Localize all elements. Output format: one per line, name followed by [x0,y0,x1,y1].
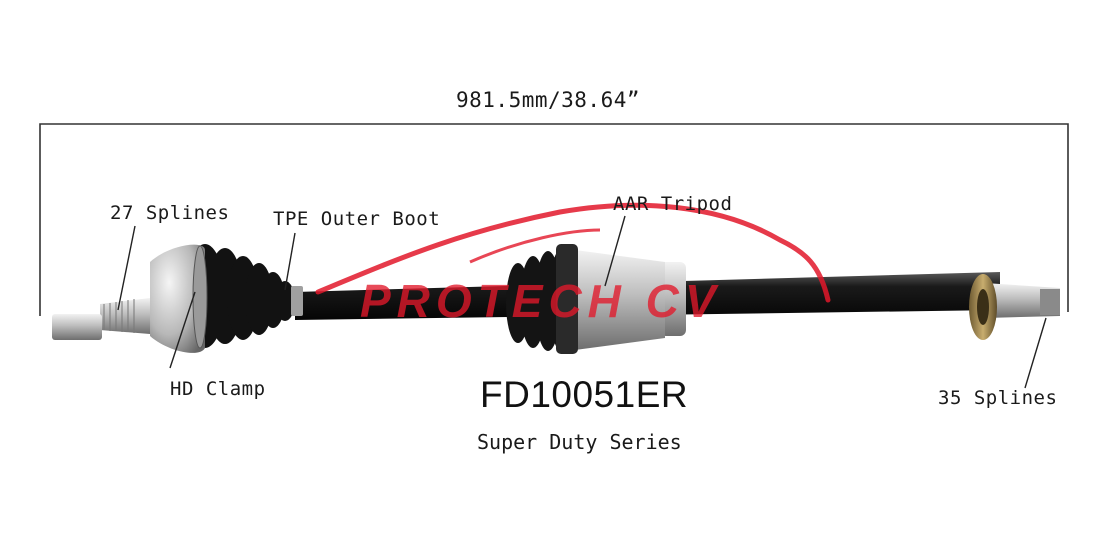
series-name: Super Duty Series [477,430,682,454]
tripod-label: AAR Tripod [613,193,733,215]
clamp-label: HD Clamp [170,378,266,400]
brand-swoosh [315,202,831,303]
inner-stub-shaft [100,298,150,334]
hd-clamp [192,245,208,349]
part-number: FD10051ER [480,374,689,415]
threaded-end [52,314,102,340]
damper-ring [660,262,686,336]
inner-splines [103,299,135,333]
boot-clamp [291,286,303,316]
tripod-housing [575,250,665,350]
brand-watermark: PROTECH CV [360,275,722,327]
outer-splines-label: 35 Splines [938,387,1058,409]
outer-boot-label: TPE Outer Boot [273,208,441,230]
inner-splines-label: 27 Splines [110,202,230,224]
dimension-bracket [39,123,1069,316]
leader-lines [117,215,1047,389]
outer-splines [1040,289,1060,315]
outer-cv-cup [150,244,205,353]
inner-boot [506,244,578,354]
overall-length-label: 981.5mm/38.64” [456,88,641,112]
